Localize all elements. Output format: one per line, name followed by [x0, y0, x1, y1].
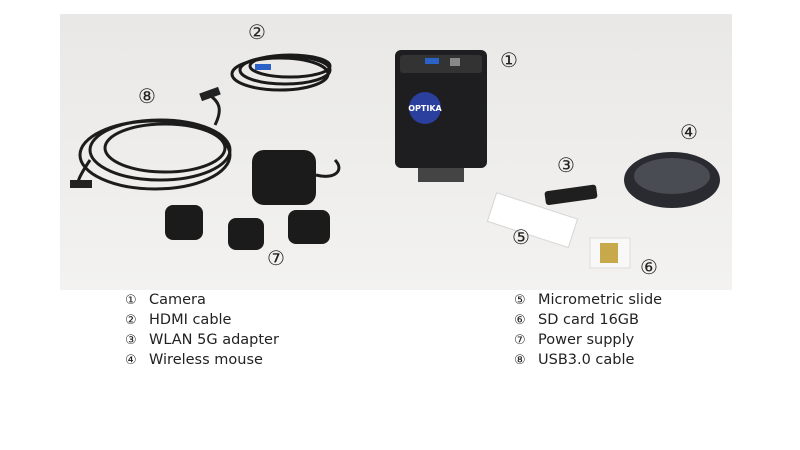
legend-item: ⑦ Power supply — [514, 331, 634, 350]
hdmi-cable — [230, 53, 332, 92]
legend-number: ⑥ — [514, 313, 526, 328]
callout-8: ⑧ — [138, 84, 156, 108]
callout-1: ① — [500, 48, 518, 72]
callout-4: ④ — [680, 120, 698, 144]
legend-number: ② — [125, 313, 137, 328]
usb-plug — [70, 180, 92, 188]
legend-label: Micrometric slide — [538, 292, 663, 308]
legend-number: ⑤ — [514, 293, 526, 308]
power-supply — [165, 150, 341, 250]
product-illustration: OPTIKA — [70, 50, 720, 269]
legend-label: WLAN 5G adapter — [149, 332, 279, 348]
legend-number: ③ — [125, 333, 137, 348]
callout-3: ③ — [557, 153, 575, 177]
legend-item: ⑥ SD card 16GB — [514, 311, 639, 330]
legend-item: ⑧ USB3.0 cable — [514, 351, 634, 370]
legend-item: ⑤ Micrometric slide — [514, 291, 662, 310]
legend-item: ④ Wireless mouse — [125, 351, 263, 370]
callout-2: ② — [248, 20, 266, 44]
svg-text:OPTIKA: OPTIKA — [408, 104, 442, 113]
legend-item: ③ WLAN 5G adapter — [125, 331, 279, 350]
legend-number: ⑦ — [514, 333, 526, 348]
camera: OPTIKA — [395, 50, 487, 182]
legend-number: ⑧ — [514, 353, 526, 368]
callout-5: ⑤ — [512, 225, 530, 249]
legend-label: Power supply — [538, 332, 635, 348]
legend-label: HDMI cable — [149, 312, 232, 328]
legend-label: Wireless mouse — [149, 352, 263, 368]
legend-number: ① — [125, 293, 137, 308]
usb-cable — [76, 93, 232, 191]
legend-item: ② HDMI cable — [125, 311, 231, 330]
callout-7: ⑦ — [267, 246, 285, 270]
legend-number: ④ — [125, 353, 137, 368]
wlan-adapter — [544, 184, 598, 206]
legend-label: USB3.0 cable — [538, 352, 635, 368]
legend-item: ① Camera — [125, 291, 206, 310]
callout-6: ⑥ — [640, 255, 658, 279]
legend-label: Camera — [149, 292, 206, 308]
micrometric-slide — [486, 192, 579, 249]
legend-label: SD card 16GB — [538, 312, 639, 328]
